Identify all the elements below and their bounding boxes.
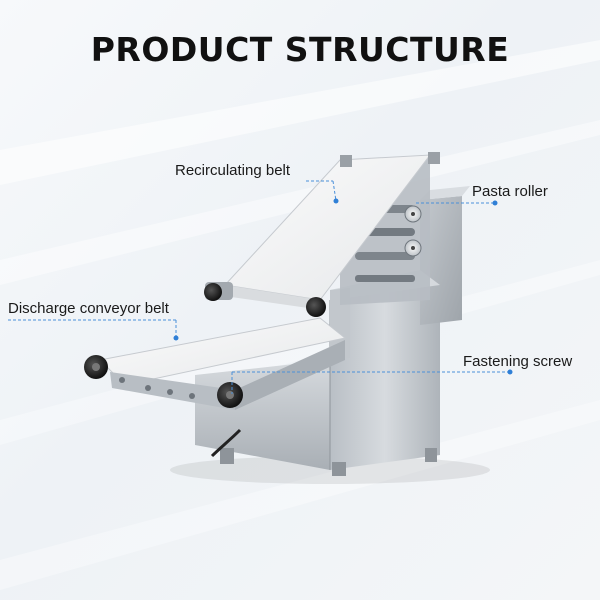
fastening-screw [217,382,243,408]
callout-label-pasta-roller: Pasta roller [472,183,548,200]
discharge-conveyor-belt [84,317,347,410]
callout-label-fastening-screw: Fastening screw [463,353,573,370]
callout-dot-pasta-roller [492,200,498,206]
pasta-roller [404,205,422,257]
main-cabinet [195,186,470,476]
callout-dot-recirculating-belt [333,198,339,204]
callout-dot-fastening-screw [507,369,513,375]
callout-lines [8,180,513,394]
callout-label-discharge-conveyor-belt: Discharge conveyor belt [8,300,169,317]
callout-dot-discharge-conveyor-belt [173,335,179,341]
power-cable [210,428,242,458]
recirculating-belt [204,152,440,317]
callout-label-recirculating-belt: Recirculating belt [175,162,291,179]
diagram-title: PRODUCT STRUCTURE [90,30,510,69]
